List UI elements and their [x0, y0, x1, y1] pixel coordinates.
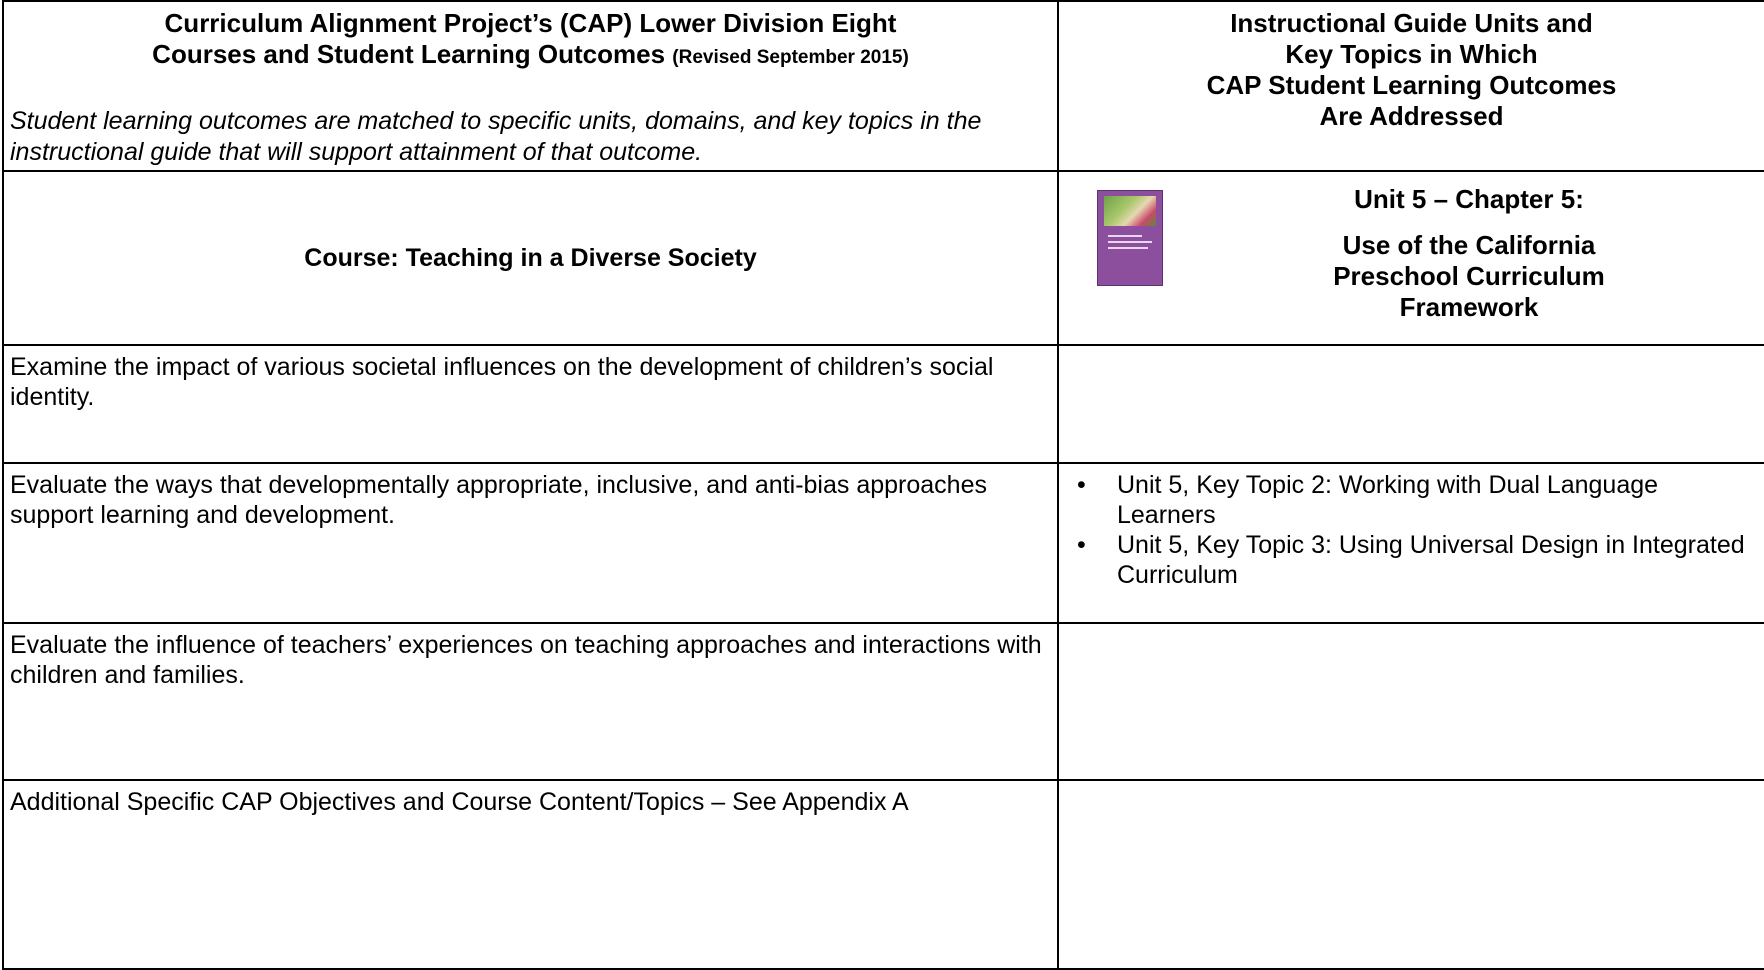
- table-row: Additional Specific CAP Objectives and C…: [2, 779, 1764, 970]
- outcome-text: Additional Specific CAP Objectives and C…: [10, 788, 909, 816]
- header-cell-guide: Instructional Guide Units and Key Topics…: [1057, 0, 1764, 172]
- title-line-1: Curriculum Alignment Project’s (CAP) Low…: [164, 8, 897, 38]
- unit-subtitle-line: Use of the California: [1342, 230, 1596, 260]
- unit-subtitle-line: Preschool Curriculum: [1333, 261, 1605, 291]
- cover-text-line: [1108, 235, 1142, 237]
- course-title: Course: Teaching in a Diverse Society: [2, 170, 1059, 346]
- unit-title: Unit 5 – Chapter 5:: [1354, 184, 1584, 214]
- revised-date: (Revised September 2015): [672, 47, 909, 68]
- key-topic-text: Unit 5, Key Topic 3: Using Universal Des…: [1117, 531, 1745, 589]
- key-topic-text: Unit 5, Key Topic 2: Working with Dual L…: [1117, 471, 1659, 529]
- cover-photo: [1104, 196, 1156, 226]
- guide-heading-line: Instructional Guide Units and: [1230, 8, 1593, 38]
- topics-cell: [1057, 779, 1764, 970]
- title-line-2: Courses and Student Learning Outcomes: [152, 39, 666, 69]
- topics-cell: [1057, 344, 1764, 464]
- list-item: • Unit 5, Key Topic 3: Using Universal D…: [1059, 530, 1758, 590]
- header-cell-outcomes: Curriculum Alignment Project’s (CAP) Low…: [2, 0, 1059, 172]
- guide-heading-line: Are Addressed: [1319, 101, 1504, 131]
- topics-cell: [1057, 622, 1764, 781]
- outcome-text: Examine the impact of various societal i…: [10, 353, 994, 411]
- outcome-cell: Additional Specific CAP Objectives and C…: [2, 779, 1059, 970]
- bullet-icon: •: [1077, 471, 1086, 499]
- cover-text-line: [1108, 247, 1148, 249]
- bullet-icon: •: [1077, 531, 1086, 559]
- outcome-text: Evaluate the influence of teachers’ expe…: [10, 631, 1042, 689]
- guide-heading: Instructional Guide Units and Key Topics…: [1059, 2, 1764, 132]
- book-cover-icon: [1097, 190, 1163, 286]
- guide-heading-line: CAP Student Learning Outcomes: [1206, 70, 1617, 100]
- table-header-row: Curriculum Alignment Project’s (CAP) Low…: [2, 0, 1764, 172]
- document-title: Curriculum Alignment Project’s (CAP) Low…: [4, 2, 1057, 73]
- outcome-cell: Evaluate the influence of teachers’ expe…: [2, 622, 1059, 781]
- outcome-cell: Evaluate the ways that developmentally a…: [2, 462, 1059, 624]
- key-topic-list: • Unit 5, Key Topic 2: Working with Dual…: [1059, 464, 1764, 590]
- unit-cell: Unit 5 – Chapter 5: Use of the Californi…: [1057, 170, 1764, 346]
- list-item: • Unit 5, Key Topic 2: Working with Dual…: [1059, 470, 1758, 530]
- outcome-cell: Examine the impact of various societal i…: [2, 344, 1059, 464]
- table-row: Examine the impact of various societal i…: [2, 344, 1764, 464]
- topics-cell: • Unit 5, Key Topic 2: Working with Dual…: [1057, 462, 1764, 624]
- outcome-text: Evaluate the ways that developmentally a…: [10, 471, 987, 529]
- unit-subtitle-line: Framework: [1399, 292, 1539, 322]
- unit-subtitle: Use of the California Preschool Curricul…: [1184, 230, 1754, 323]
- header-note: Student learning outcomes are matched to…: [10, 107, 982, 166]
- guide-heading-line: Key Topics in Which: [1285, 39, 1538, 69]
- course-row: Course: Teaching in a Diverse Society Un…: [2, 170, 1764, 346]
- table-row: Evaluate the ways that developmentally a…: [2, 462, 1764, 624]
- table-row: Evaluate the influence of teachers’ expe…: [2, 622, 1764, 781]
- cover-text-line: [1108, 241, 1152, 243]
